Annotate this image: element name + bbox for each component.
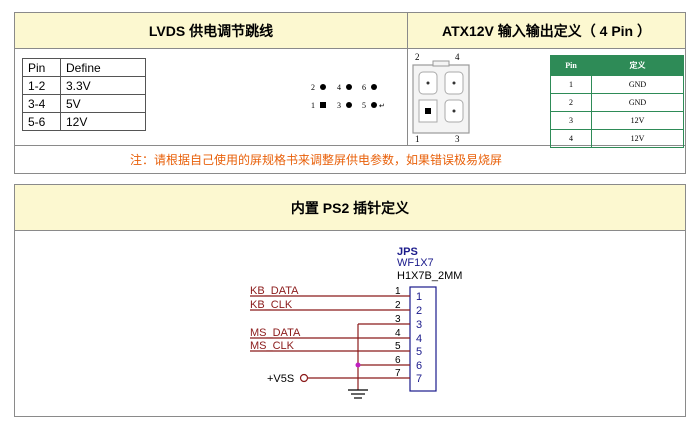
signal-ms-clk: MS_CLK bbox=[250, 340, 295, 352]
ps2-header: 内置 PS2 插针定义 bbox=[15, 185, 685, 231]
ps2-title: 内置 PS2 插针定义 bbox=[290, 199, 410, 216]
connector-ref: JPS bbox=[397, 246, 418, 258]
pin-num-outer: 2 bbox=[395, 300, 401, 311]
table-row: 4 12V bbox=[550, 129, 684, 148]
junction-dot bbox=[355, 362, 361, 368]
pin-num-inner: 5 bbox=[416, 346, 422, 358]
pin-num-inner: 3 bbox=[416, 319, 422, 331]
signal-ms-data: MS_DATA bbox=[250, 327, 301, 339]
pin-num-outer: 5 bbox=[395, 341, 401, 352]
table-row: 1-2 3.3V bbox=[22, 76, 146, 95]
jumper-label-4: 4 bbox=[337, 83, 341, 92]
col-header-define: 定义 bbox=[591, 55, 684, 76]
atx-pin-dot bbox=[452, 109, 456, 113]
pin-num-inner: 7 bbox=[416, 373, 422, 385]
pin-num-inner: 4 bbox=[416, 333, 422, 345]
jumper-pin-1 bbox=[320, 102, 326, 108]
lvds-header: LVDS 供电调节跳线 bbox=[15, 13, 407, 49]
define-cell: GND bbox=[591, 75, 684, 94]
return-mark-icon: ↵ bbox=[379, 102, 385, 110]
jumper-pin-4 bbox=[346, 84, 352, 90]
lvds-title: LVDS 供电调节跳线 bbox=[148, 22, 274, 39]
connector-body bbox=[409, 286, 437, 392]
pin-num-outer: 6 bbox=[395, 355, 401, 366]
jumper-label-1: 1 bbox=[311, 101, 315, 110]
define-cell: 12V bbox=[591, 111, 684, 130]
define-cell: GND bbox=[591, 93, 684, 112]
jumper-label-6: 6 bbox=[362, 83, 366, 92]
pin-num-outer: 4 bbox=[395, 328, 401, 339]
connector-part: WF1X7 bbox=[397, 257, 434, 269]
jumper-label-2: 2 bbox=[311, 83, 315, 92]
warning-note: 注：请根据自己使用的屏规格书来调整屏供电参数，如果错误极易烧屏 bbox=[130, 153, 503, 167]
atx-label-2: 2 bbox=[415, 52, 420, 62]
atx-label-1: 1 bbox=[415, 134, 420, 144]
pin-num-inner: 1 bbox=[416, 291, 422, 303]
pin-num-inner: 2 bbox=[416, 305, 422, 317]
pin-num-outer: 1 bbox=[395, 286, 401, 297]
power-port-icon bbox=[299, 373, 309, 383]
section-divider bbox=[407, 13, 408, 145]
pin-cell: 3 bbox=[550, 111, 592, 130]
atx-header: ATX12V 输入输出定义（ 4 Pin ） bbox=[408, 13, 685, 49]
pin-num-outer: 3 bbox=[395, 314, 401, 325]
pin-cell: 1-2 bbox=[22, 76, 61, 95]
lvds-jumper-diagram: 2 4 6 1 3 5 ↵ bbox=[311, 83, 385, 110]
define-cell: 5V bbox=[60, 94, 146, 113]
atx-pin-1-square bbox=[425, 108, 431, 114]
pin-cell: 2 bbox=[550, 93, 592, 112]
jumper-pin-6 bbox=[371, 84, 377, 90]
pin-cell: 4 bbox=[550, 129, 592, 148]
note-divider bbox=[15, 145, 685, 146]
table-row: 3-4 5V bbox=[22, 94, 146, 113]
atx-pin-table: Pin 定义 1 GND 2 GND 3 12V 4 12V bbox=[550, 55, 684, 148]
atx-latch bbox=[432, 60, 450, 67]
pin-cell: 1 bbox=[550, 75, 592, 94]
jumper-label-3: 3 bbox=[337, 101, 341, 110]
signal-kb-clk: KB_CLK bbox=[250, 299, 293, 311]
define-cell: 12V bbox=[60, 112, 146, 131]
table-header-row: Pin 定义 bbox=[550, 55, 684, 76]
atx-pin-dot bbox=[426, 81, 430, 85]
col-header-define: Define bbox=[60, 58, 146, 77]
table-row: 2 GND bbox=[550, 93, 684, 112]
atx-connector-diagram: 2 4 1 3 bbox=[412, 52, 470, 144]
pin-num-inner: 6 bbox=[416, 360, 422, 372]
col-header-pin: Pin bbox=[22, 58, 61, 77]
lvds-pin-table: Pin Define 1-2 3.3V 3-4 5V 5-6 12V bbox=[22, 58, 146, 131]
signal-kb-data: KB_DATA bbox=[250, 285, 299, 297]
ps2-schematic: JPS WF1X7 H1X7B_2MM KB_DATA KB_CLK MS_DA… bbox=[250, 246, 462, 399]
define-cell: 3.3V bbox=[60, 76, 146, 95]
jumper-pin-3 bbox=[346, 102, 352, 108]
col-header-pin: Pin bbox=[550, 55, 592, 76]
table-row: 1 GND bbox=[550, 75, 684, 94]
power-label: +V5S bbox=[267, 373, 294, 385]
connector-footprint: H1X7B_2MM bbox=[397, 270, 462, 282]
table-row: 5-6 12V bbox=[22, 112, 146, 131]
jumper-label-5: 5 bbox=[362, 101, 366, 110]
atx-title: ATX12V 输入输出定义（ 4 Pin ） bbox=[442, 22, 651, 39]
pin-num-outer: 7 bbox=[395, 368, 401, 379]
define-cell: 12V bbox=[591, 129, 684, 148]
atx-label-3: 3 bbox=[455, 134, 460, 144]
pin-cell: 3-4 bbox=[22, 94, 61, 113]
jumper-pin-5 bbox=[371, 102, 377, 108]
table-header-row: Pin Define bbox=[22, 58, 146, 77]
pin-cell: 5-6 bbox=[22, 112, 61, 131]
jumper-pin-2 bbox=[320, 84, 326, 90]
ground-icon bbox=[348, 389, 368, 399]
atx-label-4: 4 bbox=[455, 52, 460, 62]
table-row: 3 12V bbox=[550, 111, 684, 130]
atx-pin-dot bbox=[452, 81, 456, 85]
